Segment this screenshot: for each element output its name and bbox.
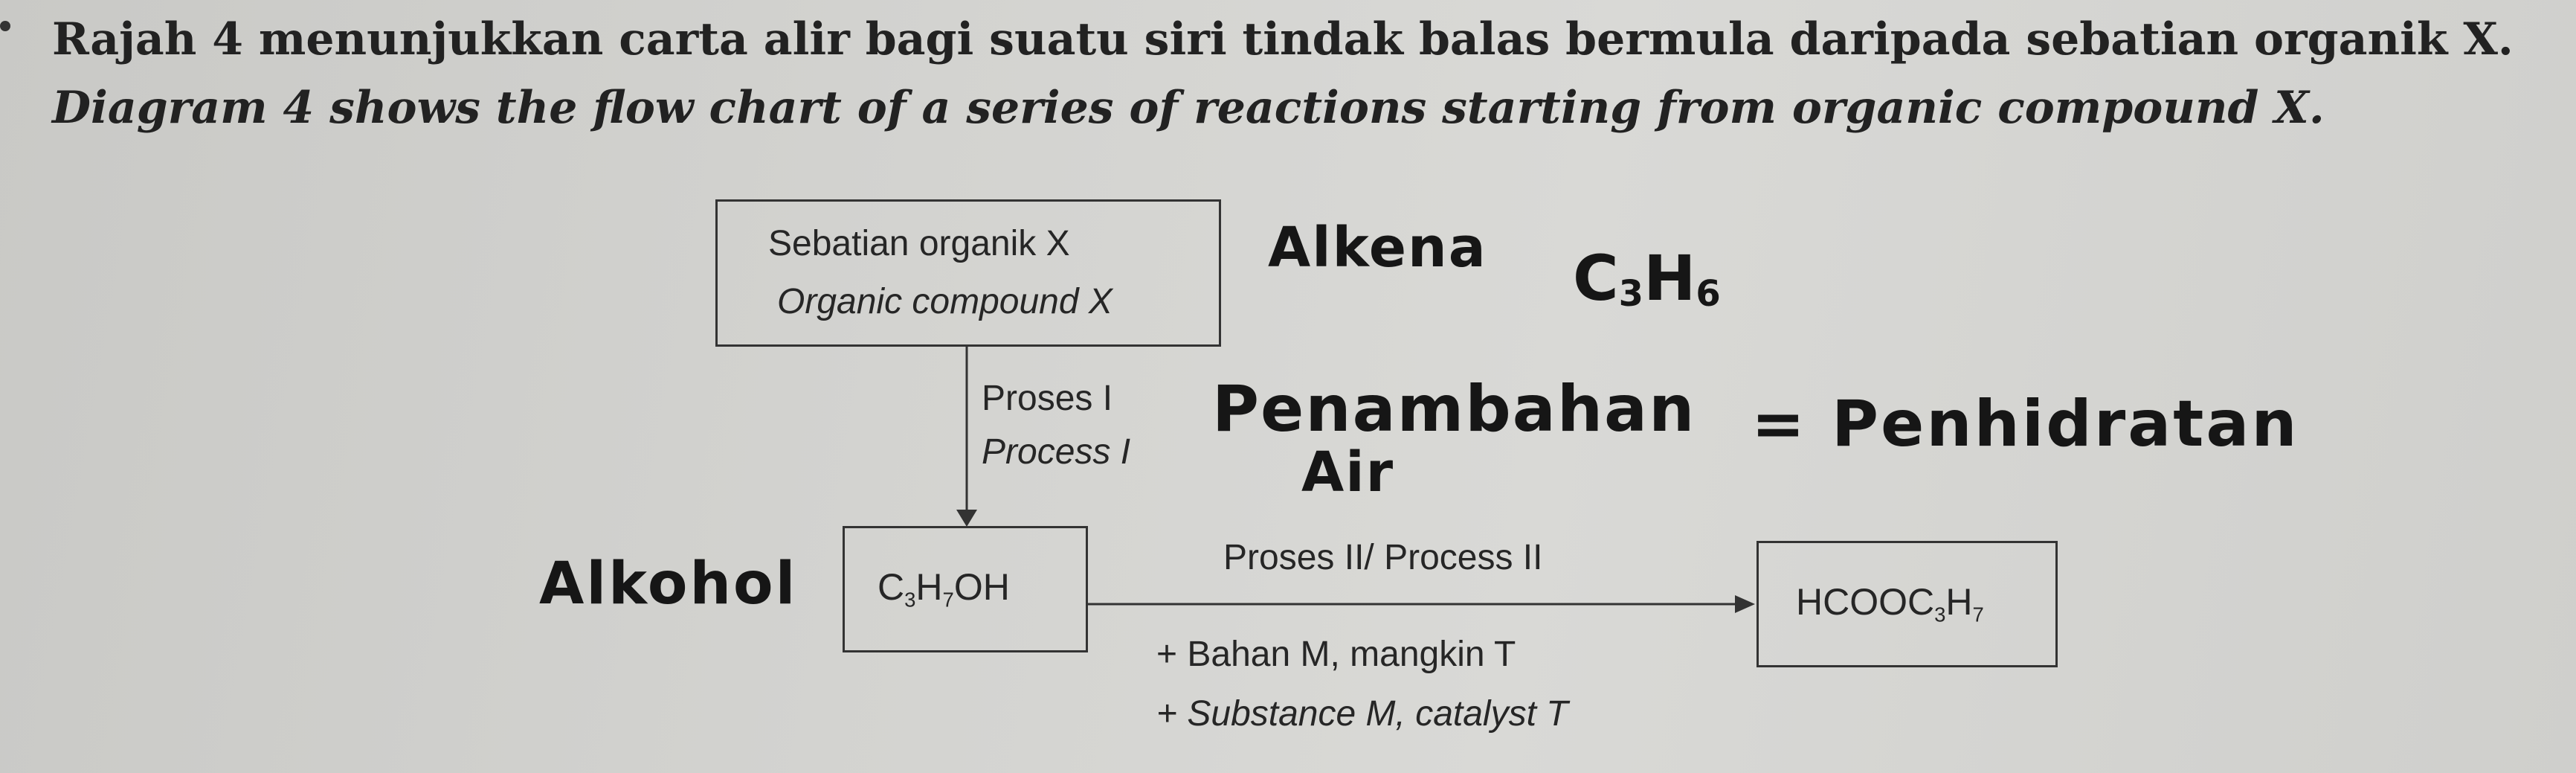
process-1-label-english: Process I xyxy=(982,432,1131,472)
question-text-malay: Rajah 4 menunjukkan carta alir bagi suat… xyxy=(52,13,2514,65)
process-2-arrowhead xyxy=(1735,595,1755,613)
question-bullet xyxy=(0,21,10,31)
handwritten-penhidratan: = Penhidratan xyxy=(1751,387,2299,461)
handwritten-alkohol: Alkohol xyxy=(539,551,798,618)
process-2-reagents-malay: + Bahan M, mangkin T xyxy=(1156,635,1516,674)
propanol-box xyxy=(843,526,1088,652)
handwritten-air: Air xyxy=(1301,440,1395,504)
compound-x-label-malay: Sebatian organik X xyxy=(768,224,1070,263)
process-1-label-malay: Proses I xyxy=(982,379,1113,418)
organic-compound-x-box xyxy=(715,199,1221,347)
question-text-english: Diagram 4 shows the flow chart of a seri… xyxy=(52,82,2325,134)
handwritten-formula-c3h6: C3H6 xyxy=(1573,242,1721,315)
ester-box xyxy=(1756,541,2058,667)
compound-x-label-english: Organic compound X xyxy=(777,282,1112,321)
process-1-arrowhead xyxy=(956,510,977,527)
handwritten-alkena: Alkena xyxy=(1268,216,1487,280)
process-2-reagents-english: + Substance M, catalyst T xyxy=(1156,694,1568,734)
propanol-formula: C3H7OH xyxy=(878,566,1010,612)
process-2-label: Proses II/ Process II xyxy=(1223,538,1543,577)
ester-formula: HCOOC3H7 xyxy=(1796,581,1984,626)
handwritten-penambahan: Penambahan xyxy=(1212,372,1696,446)
